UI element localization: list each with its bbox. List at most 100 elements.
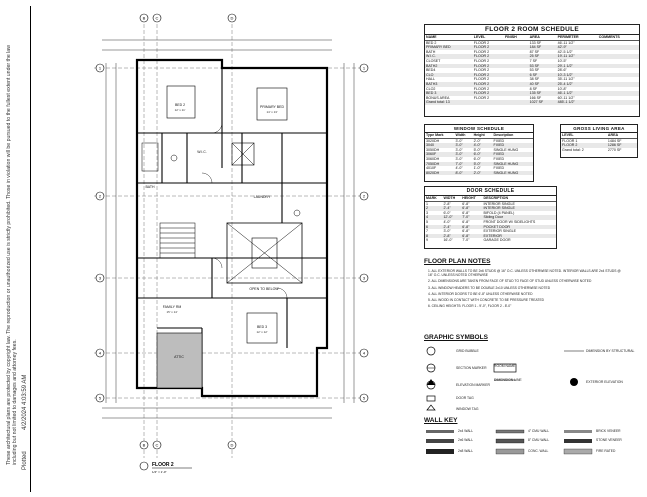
table-cell: BIFOLD (4 PANEL) <box>483 210 515 215</box>
table-cell: 6'-8" <box>462 201 470 206</box>
room-label: FAMILY RM <box>163 305 182 309</box>
plotted-label: Plotted <box>22 451 28 470</box>
plan-scale: 1/4" = 1'-0" <box>152 470 167 474</box>
table-cell: SINGLE HUNG <box>492 170 533 176</box>
table-cell: 133 SF <box>529 40 542 45</box>
symbol-label: DOOR TAG <box>456 396 474 400</box>
wall-key-label: 4" CMU WALL <box>528 429 550 433</box>
table-cell: FLOOR 2 <box>472 81 504 87</box>
table-cell: 8020DH <box>425 170 455 176</box>
table-cell: 184 SF <box>528 45 557 50</box>
table-cell: 2'-8" <box>443 201 451 206</box>
table-cell: 60'-11 1/2" <box>557 95 575 100</box>
table-cell <box>597 63 639 69</box>
column-header: WIDTH <box>442 196 462 202</box>
table-cell: 4'-0" <box>443 219 451 224</box>
table-cell: 3 <box>426 210 428 215</box>
table-cell: FLOOR 2 <box>473 86 490 91</box>
wall-key-title: WALL KEY <box>424 417 458 424</box>
table-cell: 6'-8" <box>461 224 483 230</box>
wall-key-label: STONE VENEER <box>596 438 622 442</box>
column-header: Type Mark <box>425 133 455 139</box>
table-cell: BED4 <box>426 68 436 73</box>
table-cell: CLO <box>425 72 473 78</box>
wall-key-swatches <box>426 429 593 455</box>
window-schedule: WINDOW SCHEDULE Type Mark Width Height D… <box>424 124 534 182</box>
table-cell <box>597 54 639 59</box>
table-cell: 2'-4" <box>442 206 462 211</box>
note-item: 2. ALL DIMENSIONS ARE TAKEN FROM FACE OF… <box>428 279 592 284</box>
column-header: AREA <box>606 133 637 139</box>
table-cell: 4 <box>425 215 443 220</box>
symbols-title: GRAPHIC SYMBOLS <box>424 334 488 341</box>
table-cell: 29'-1 1/2" <box>556 63 598 69</box>
table-cell: 6'-8" <box>461 206 483 211</box>
room-label: ATTIC <box>174 355 184 359</box>
table-cell: 10'-5" <box>557 58 567 63</box>
table-cell: 25'-4 1/2" <box>556 81 598 87</box>
table-cell: 7050DH <box>425 161 455 167</box>
table-cell: FIXED <box>492 143 533 148</box>
grid-bubble-left: 5 <box>99 396 102 401</box>
table-cell: 8 <box>425 233 443 239</box>
grid-bubble-right: 1 <box>363 66 366 71</box>
table-cell: W.I.C. <box>425 54 473 59</box>
table-cell: 10'-8" <box>557 86 567 91</box>
table-cell: FLOOR 2 <box>472 45 504 50</box>
column-header: LEVEL <box>561 133 607 139</box>
table-cell: 3060F <box>425 152 455 157</box>
wall-key-label: 2x8 WALL <box>458 449 474 453</box>
column-header: COMMENTS <box>597 35 639 41</box>
gross-area-title: GROSS LIVING AREA <box>561 125 637 133</box>
room-label: LAUNDRY <box>254 195 271 199</box>
table-cell: FLOOR 2 <box>473 68 490 73</box>
table-cell: 6'-0" <box>473 156 481 161</box>
table-cell <box>597 91 639 96</box>
table-cell: FLOOR 2 <box>472 72 504 78</box>
table-cell <box>472 100 504 105</box>
table-cell: 9 <box>426 238 428 243</box>
wall-key-label: 2x6 WALL <box>458 438 474 442</box>
table-cell: 3'-0" <box>455 147 463 152</box>
door-schedule-title: DOOR SCHEDULE <box>425 187 556 196</box>
column-header: FINISH <box>503 35 529 41</box>
table-cell: 28'-6" <box>557 68 567 73</box>
table-cell: GARAGE DOOR <box>483 238 511 243</box>
column-header: Width <box>454 133 473 139</box>
table-cell: CLOSET <box>426 58 441 63</box>
grid-bubble-right: 4 <box>363 351 366 356</box>
table-cell: 42'-5 1/2" <box>557 49 573 54</box>
table-cell <box>503 100 529 105</box>
table-cell: BATH <box>426 49 436 54</box>
grid-bubble-top: C <box>156 16 159 21</box>
table-cell: FIXED <box>493 166 505 171</box>
table-cell: 7 SF <box>529 58 538 63</box>
room-schedule-title: FLOOR 2 ROOM SCHEDULE <box>425 25 639 35</box>
grid-bubble-top: D <box>231 16 234 21</box>
table-cell: PRIMARY BED <box>425 45 473 50</box>
wall-key-label: BRICK VENEER <box>596 429 621 433</box>
column-header: NAME <box>425 35 473 41</box>
table-cell: FIXED <box>493 156 505 161</box>
symbol-glyphs <box>426 346 584 411</box>
room-dim: 15' x 14' <box>167 310 178 314</box>
table-cell: 25 SF <box>528 54 557 59</box>
table-cell: 46'-1 1/2" <box>556 91 598 96</box>
room-label: OPEN TO BELOW <box>249 287 279 291</box>
table-cell: 10'-3 1/2" <box>556 72 598 78</box>
symbol-label: DIMENSION LINE <box>494 378 522 382</box>
room-label: BATH <box>145 185 155 189</box>
table-cell: Sliding Door <box>482 215 556 220</box>
plan-title: FLOOR 2 <box>152 462 174 468</box>
door-schedule: DOOR SCHEDULE MARK WIDTH HEIGHT DESCRIPT… <box>424 186 557 249</box>
table-cell <box>503 54 529 59</box>
